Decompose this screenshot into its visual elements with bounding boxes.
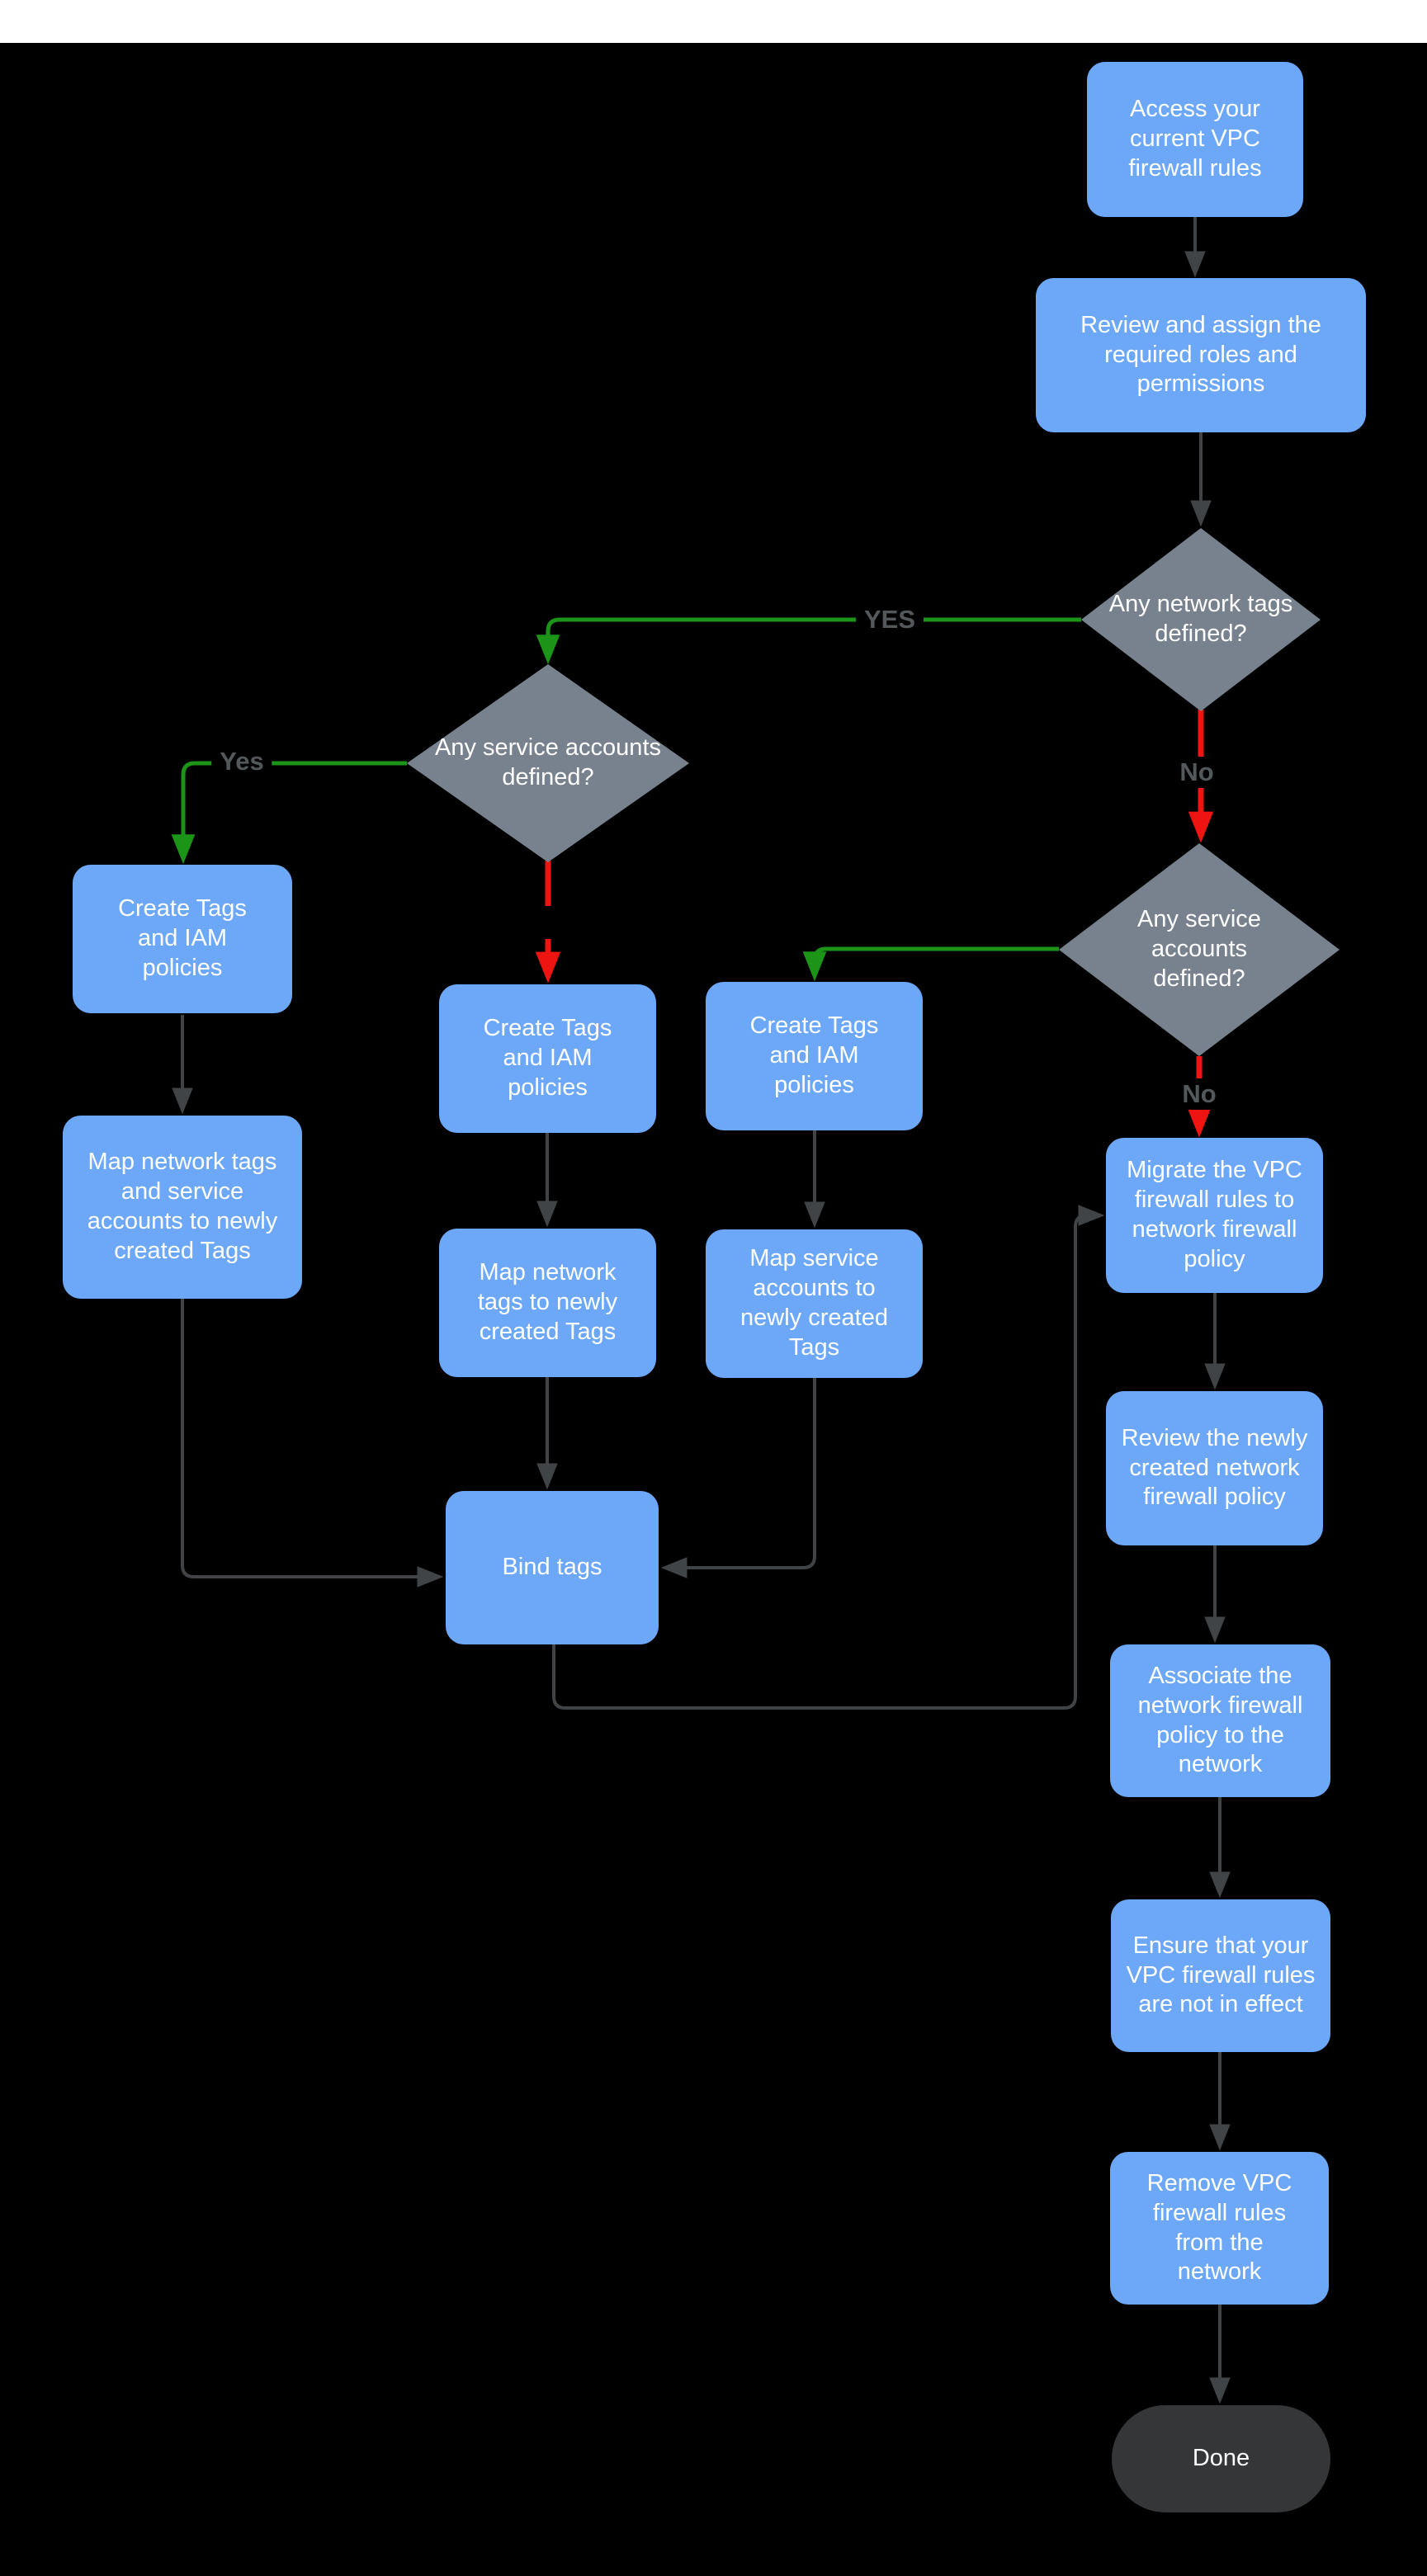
node-label: Remove VPC firewall rules from the netwo… bbox=[1146, 2169, 1292, 2286]
edge-label-yes-network: YES bbox=[855, 604, 924, 635]
decision-any-service-accounts-left: Any service accounts defined? bbox=[407, 664, 689, 862]
node-label: Migrate the VPC firewall rules to networ… bbox=[1127, 1157, 1302, 1272]
node-label: Map network tags to newly created Tags bbox=[477, 1259, 618, 1345]
node-label: Any network tags defined? bbox=[1108, 591, 1293, 647]
node-label: Done bbox=[1192, 2445, 1250, 2472]
node-migrate-rules: Migrate the VPC firewall rules to networ… bbox=[1106, 1138, 1323, 1293]
edge-label-no-service-right: No bbox=[1174, 1078, 1225, 1110]
edge-yes-networktags bbox=[536, 617, 1081, 665]
node-label: Map service accounts to newly created Ta… bbox=[740, 1245, 888, 1361]
node-bind-tags: Bind tags bbox=[446, 1491, 659, 1644]
node-label: Create Tags and IAM policies bbox=[483, 1015, 612, 1101]
node-ensure-not-in-effect: Ensure that your VPC firewall rules are … bbox=[1111, 1899, 1330, 2052]
node-map-service-accounts: Map service accounts to newly created Ta… bbox=[706, 1229, 923, 1378]
node-label: Access your current VPC firewall rules bbox=[1128, 96, 1262, 182]
node-label: Any service accounts defined? bbox=[1137, 906, 1261, 992]
node-access-vpc-rules: Access your current VPC firewall rules bbox=[1087, 62, 1303, 217]
node-remove-rules: Remove VPC firewall rules from the netwo… bbox=[1110, 2152, 1329, 2305]
node-label: Bind tags bbox=[502, 1554, 602, 1581]
edge-yes-serviceright bbox=[802, 946, 1059, 982]
node-label: Any service accounts defined? bbox=[434, 734, 661, 790]
edge-mapleft-bind bbox=[181, 1299, 444, 1588]
edge-label-no-network: No bbox=[1171, 757, 1222, 788]
decision-any-service-accounts-right: Any service accounts defined? bbox=[1059, 843, 1340, 1056]
node-label: Review the newly created network firewal… bbox=[1121, 1424, 1308, 1511]
node-associate-policy: Associate the network firewall policy to… bbox=[1110, 1644, 1330, 1797]
node-review-policy: Review the newly created network firewal… bbox=[1106, 1391, 1323, 1545]
node-label: Create Tags and IAM policies bbox=[118, 895, 247, 981]
node-label: Associate the network firewall policy to… bbox=[1137, 1662, 1303, 1778]
edge-yes-serviceleft bbox=[171, 761, 407, 865]
decision-any-network-tags: Any network tags defined? bbox=[1081, 528, 1321, 711]
node-label: Create Tags and IAM policies bbox=[749, 1012, 879, 1098]
node-create-tags-right: Create Tags and IAM policies bbox=[706, 982, 923, 1130]
node-label: Map network tags and service accounts to… bbox=[87, 1149, 278, 1264]
node-map-network-service-tags: Map network tags and service accounts to… bbox=[63, 1116, 302, 1299]
edge-label-yes-service-left: Yes bbox=[211, 746, 272, 777]
node-done: Done bbox=[1112, 2405, 1330, 2512]
top-white-bar bbox=[0, 0, 1427, 43]
node-label: Ensure that your VPC firewall rules are … bbox=[1126, 1932, 1316, 2018]
node-label: Review and assign the required roles and… bbox=[1080, 311, 1321, 398]
edge-mapright-bind bbox=[660, 1378, 816, 1578]
node-review-roles: Review and assign the required roles and… bbox=[1036, 278, 1366, 432]
node-map-network-tags: Map network tags to newly created Tags bbox=[439, 1229, 656, 1377]
node-create-tags-mid: Create Tags and IAM policies bbox=[439, 984, 656, 1133]
node-create-tags-left: Create Tags and IAM policies bbox=[73, 865, 292, 1013]
